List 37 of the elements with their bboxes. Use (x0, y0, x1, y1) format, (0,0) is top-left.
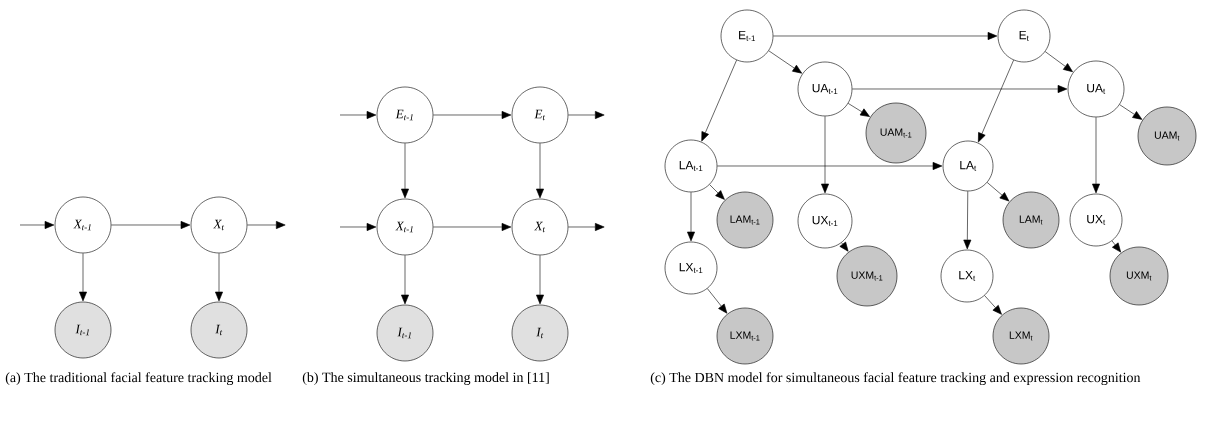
arrow (247, 221, 286, 229)
arrow (568, 111, 605, 119)
caption: (b) The simultaneous tracking model in [11] (302, 372, 549, 385)
arrow (401, 255, 409, 305)
arrow (701, 59, 737, 142)
arrow (709, 184, 725, 200)
arrow (1119, 104, 1143, 120)
arrow (19, 221, 55, 229)
arrow (773, 32, 998, 40)
arrow (433, 223, 512, 231)
arrow (1044, 51, 1073, 73)
arrow (339, 111, 377, 119)
arrow (839, 241, 849, 252)
arrow (1111, 240, 1121, 253)
arrow (79, 253, 87, 302)
arrow (1092, 117, 1100, 194)
arrow (433, 111, 512, 119)
arrow (768, 50, 803, 74)
arrow (339, 223, 377, 231)
arrow (687, 192, 695, 242)
caption: (a) The traditional facial feature tracking model (5, 372, 272, 386)
arrow (401, 143, 409, 199)
caption: (c) The DBN model for simultaneous facial feature tracking and expression recognition (650, 372, 1141, 386)
arrow (568, 223, 605, 231)
arrow (717, 162, 943, 170)
arrow (821, 116, 829, 194)
arrow (536, 143, 544, 199)
arrow (963, 191, 972, 250)
arrow (847, 103, 870, 117)
arrow (984, 295, 1002, 315)
arrow (536, 255, 544, 305)
arrow (978, 59, 1014, 143)
arrow (852, 85, 1068, 93)
arrow (111, 221, 191, 229)
arrow (986, 182, 1010, 202)
arrow (215, 253, 223, 302)
arrow (707, 288, 728, 314)
